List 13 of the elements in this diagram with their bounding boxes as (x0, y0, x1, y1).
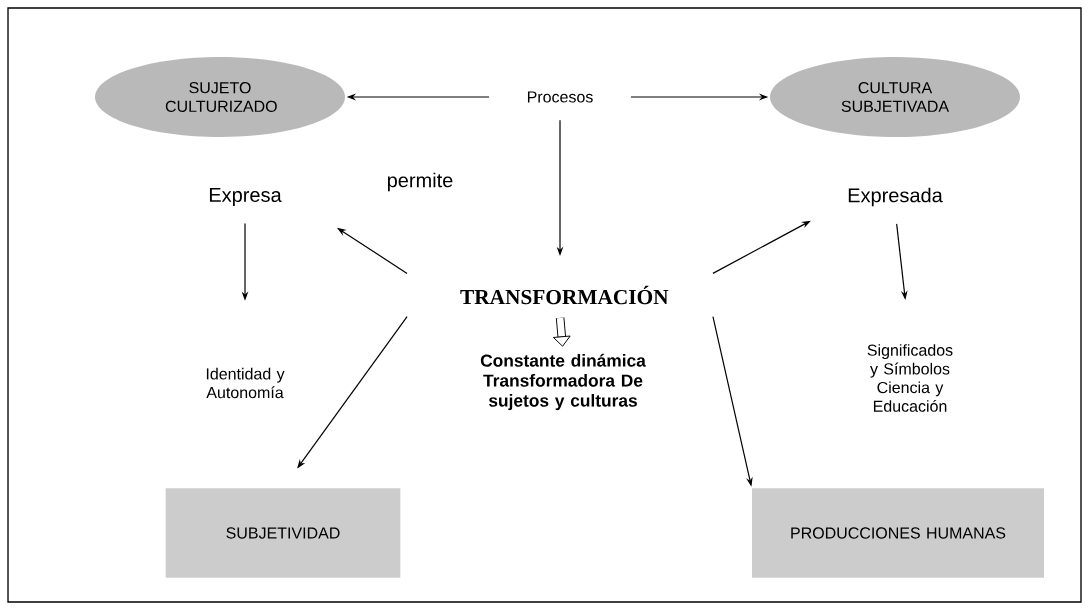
node-text: Expresada (848, 187, 943, 207)
process-text: Procesos (527, 91, 593, 103)
description-text: Constante dinámica Transformadora De sujetos y culturas (480, 353, 646, 411)
label-text: permite (387, 172, 453, 192)
central-text: TRANSFORMACIÓN (460, 285, 669, 305)
result-box: SUBJETIVIDAD (165, 488, 401, 578)
node-text: Significados y Símbolos Ciencia y Educación (867, 344, 953, 412)
node-text: Identidad y Autonomía (206, 367, 285, 399)
result-box: PRODUCCIONES HUMANAS (752, 488, 1044, 578)
ellipse-node: SUJETO CULTURIZADO (95, 57, 345, 137)
node-text: Expresa (209, 188, 282, 206)
ellipse-node: CULTURA SUBJETIVADA (770, 57, 1020, 137)
arrow (552, 317, 571, 347)
